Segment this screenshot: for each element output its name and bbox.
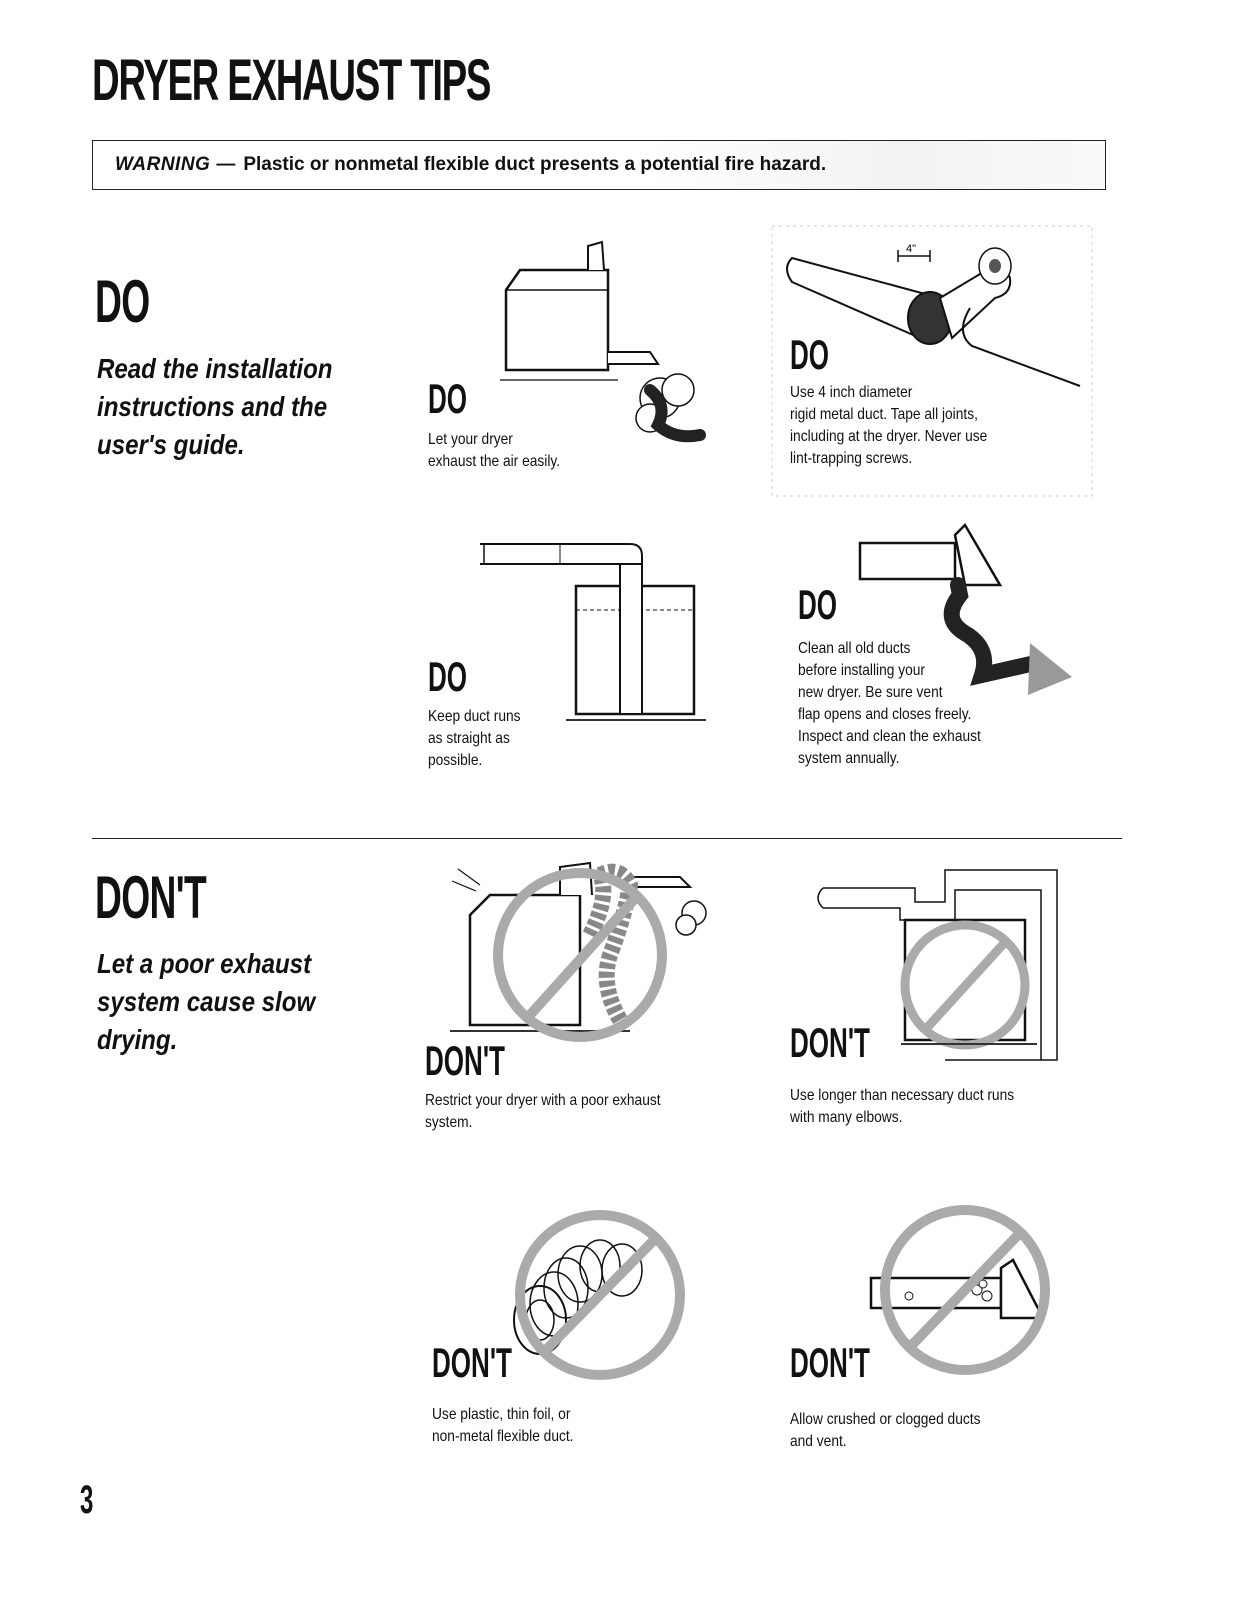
tip-4-line: Clean all old ducts: [798, 640, 911, 657]
tip-2-line: Use 4 inch diameter: [790, 384, 913, 401]
tip-5-heading: DON'T: [425, 1037, 505, 1084]
do-section-heading: DO: [95, 268, 150, 335]
restricted-dryer-figure: [450, 861, 707, 1042]
dont-section-heading: DON'T: [95, 864, 207, 931]
tip-4-line: new dryer. Be sure vent: [798, 684, 943, 701]
do-section-subtitle: Read the installation instructions and t…: [97, 353, 333, 460]
tip-8-line: and vent.: [790, 1433, 847, 1450]
warning-text: Plastic or nonmetal flexible duct presen…: [243, 154, 827, 175]
tip-3-line: Keep duct runs: [428, 708, 521, 725]
warning-dash: —: [216, 154, 236, 175]
tip-4-line: system annually.: [798, 750, 900, 767]
page-title: DRYER EXHAUST TIPS: [92, 48, 491, 113]
tip-2-line: lint-trapping screws.: [790, 450, 913, 467]
straight-duct-figure: [480, 543, 706, 721]
tip-7-line: Use plastic, thin foil, or: [432, 1406, 571, 1423]
tip-4-line: flap opens and closes freely.: [798, 706, 972, 723]
tip-7-heading: DON'T: [432, 1339, 512, 1386]
tip-2-heading: DO: [790, 331, 830, 378]
tip-8-heading: DON'T: [790, 1339, 870, 1386]
section-divider: [92, 838, 1122, 839]
long-duct-figure: [817, 869, 1058, 1061]
tip-4-heading: DO: [798, 581, 838, 628]
clogged-vent-figure: [869, 1205, 1050, 1375]
dont-section-subtitle: Let a poor exhaust system cause slow dry…: [97, 948, 316, 1055]
tip-5-line: Restrict your dryer with a poor exhaust: [425, 1092, 661, 1109]
tip-6-heading: DON'T: [790, 1019, 870, 1066]
vent-flap-figure: [858, 522, 1072, 695]
warning-banner: WARNING — Plastic or nonmetal flexible d…: [92, 140, 1106, 190]
tip-6-line: Use longer than necessary duct runs: [790, 1087, 1015, 1104]
tip-4-line: before installing your: [798, 662, 925, 679]
tip-1-heading: DO: [428, 375, 468, 422]
duct-diameter-label: 4": [906, 243, 916, 255]
tip-5-line: system.: [425, 1114, 473, 1131]
tip-1-line: exhaust the air easily.: [428, 453, 561, 470]
tip-3-heading: DO: [428, 653, 468, 700]
tip-3-line: as straight as: [428, 730, 510, 747]
tip-2-line: including at the dryer. Never use: [790, 428, 988, 445]
tip-1-line: Let your dryer: [428, 431, 513, 448]
tip-7-line: non-metal flexible duct.: [432, 1428, 574, 1445]
tip-2-line: rigid metal duct. Tape all joints,: [790, 406, 978, 423]
flexible-duct-figure: [513, 1210, 685, 1380]
tip-4-line: Inspect and clean the exhaust: [798, 728, 981, 745]
rigid-duct-figure: 4": [771, 225, 1093, 497]
page-number: 3: [80, 1478, 94, 1522]
warning-label: WARNING: [115, 154, 211, 175]
tip-8-line: Allow crushed or clogged ducts: [790, 1411, 981, 1428]
tip-6-line: with many elbows.: [790, 1109, 903, 1126]
dryer-exhaust-figure: [500, 240, 706, 443]
tip-3-line: possible.: [428, 752, 483, 769]
